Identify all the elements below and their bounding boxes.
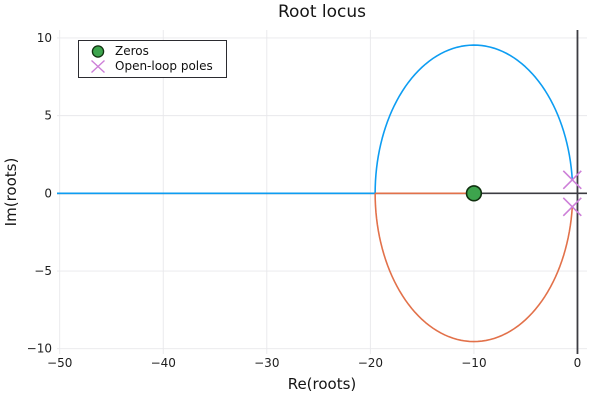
y-tick-label: 5 — [44, 109, 52, 123]
pole-x-icon — [91, 59, 105, 74]
y-axis-label: Im(roots) — [2, 158, 20, 227]
locus-branch-1 — [57, 44, 574, 195]
legend-box: Zeros Open-loop poles — [78, 40, 227, 78]
legend-item-zeros: Zeros — [85, 44, 220, 59]
grid-layer — [57, 30, 587, 354]
x-axis-label: Re(roots) — [288, 375, 357, 393]
y-tick-label: −10 — [27, 342, 52, 356]
zero-circle-marker — [465, 185, 483, 202]
pole-x-marker — [562, 197, 582, 217]
x-tick-label: −10 — [461, 356, 486, 370]
y-tick-label: 0 — [44, 186, 52, 200]
legend-label-zeros: Zeros — [115, 44, 149, 58]
legend-label-poles: Open-loop poles — [115, 59, 213, 73]
x-tick-label: 0 — [574, 356, 582, 370]
y-tick-label: 10 — [37, 31, 52, 45]
chart-title: Root locus — [277, 2, 367, 22]
x-tick-label: −20 — [358, 356, 383, 370]
x-tick-label: −30 — [254, 356, 279, 370]
legend-item-poles: Open-loop poles — [85, 59, 220, 74]
marker-layer — [465, 170, 582, 217]
x-tick-label: −50 — [47, 356, 72, 370]
origin-axes-layer — [57, 30, 587, 354]
pole-x-marker — [562, 170, 582, 190]
locus-branch-2 — [374, 192, 574, 343]
x-tick-label: −40 — [151, 356, 176, 370]
zero-circle-icon — [91, 45, 105, 58]
series-layer — [57, 44, 574, 343]
y-tick-label: −5 — [34, 264, 52, 278]
